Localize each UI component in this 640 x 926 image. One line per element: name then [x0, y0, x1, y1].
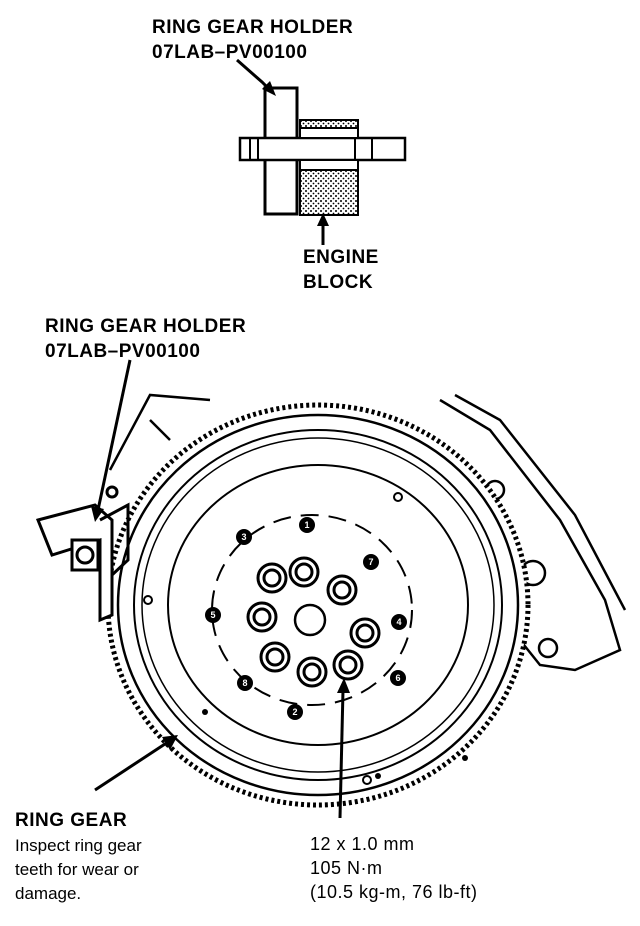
flywheel-bolt	[349, 617, 381, 649]
torque-sequence-marker: 8	[237, 675, 253, 691]
flywheel-bolt	[288, 556, 320, 588]
holder-mid-label: RING GEAR HOLDER 07LAB–PV00100	[45, 314, 246, 364]
torque-sequence-marker: 1	[299, 517, 315, 533]
ring-gear-holder-tool	[35, 485, 130, 623]
svg-text:1: 1	[304, 520, 309, 530]
bolt-spec-line3: (10.5 kg-m, 76 lb-ft)	[310, 882, 478, 902]
housing-outline	[108, 393, 627, 672]
svg-text:5: 5	[210, 610, 215, 620]
ring-gear-note: Inspect ring gear teeth for wear or dama…	[15, 834, 142, 906]
flywheel-bolt	[246, 601, 278, 633]
svg-text:6: 6	[395, 673, 400, 683]
torque-sequence-marker: 7	[363, 554, 379, 570]
leader-arrows	[91, 359, 350, 819]
torque-sequence-marker: 3	[236, 529, 252, 545]
svg-text:8: 8	[242, 678, 247, 688]
holder-detail-view	[236, 58, 407, 245]
svg-text:2: 2	[292, 707, 297, 717]
leader-arrow-holder-mid	[96, 359, 132, 511]
engine-block-label-line1: ENGINE	[303, 247, 379, 268]
torque-sequence-marker: 6	[390, 670, 406, 686]
holder-top-label-line2: 07LAB–PV00100	[152, 42, 308, 63]
ring-gear-note-line1: Inspect ring gear	[15, 836, 142, 855]
flywheel-bolt	[259, 641, 291, 673]
leader-arrow-ring-gear	[94, 740, 169, 792]
bolt-spec: 12 x 1.0 mm 105 N·m (10.5 kg-m, 76 lb-ft…	[310, 832, 478, 904]
center-bore	[293, 603, 327, 637]
holder-mid-label-line1: RING GEAR HOLDER	[45, 316, 247, 337]
svg-text:3: 3	[241, 532, 246, 542]
svg-text:4: 4	[396, 617, 401, 627]
holder-top-label-line1: RING GEAR HOLDER	[152, 17, 354, 38]
engine-block-label: ENGINE BLOCK	[303, 245, 379, 295]
bolt-shaft-detail	[238, 136, 407, 162]
holder-top-label: RING GEAR HOLDER 07LAB–PV00100	[152, 15, 353, 65]
engine-block-label-line2: BLOCK	[303, 272, 374, 293]
torque-sequence-marker: 4	[391, 614, 407, 630]
flywheel-bolt	[296, 656, 328, 688]
ring-gear-note-line3: damage.	[15, 884, 82, 903]
holder-mid-label-line2: 07LAB–PV00100	[45, 341, 201, 362]
flywheel-bolt	[332, 649, 364, 681]
torque-sequence-marker: 2	[287, 704, 303, 720]
bolt-spec-line1: 12 x 1.0 mm	[310, 834, 415, 854]
ring-gear-note-line2: teeth for wear or	[15, 860, 139, 879]
torque-sequence-markers: 1 2 3 4 5 6 7 8	[205, 517, 407, 720]
flywheel-bolt	[326, 574, 358, 606]
svg-text:7: 7	[368, 557, 373, 567]
bolt-spec-line2: 105 N·m	[310, 858, 383, 878]
ring-gear-title: RING GEAR	[15, 810, 128, 831]
torque-sequence-marker: 5	[205, 607, 221, 623]
flywheel-bolts	[246, 556, 381, 688]
flywheel-bolt	[256, 562, 288, 594]
leader-arrow-bolt	[338, 689, 345, 819]
